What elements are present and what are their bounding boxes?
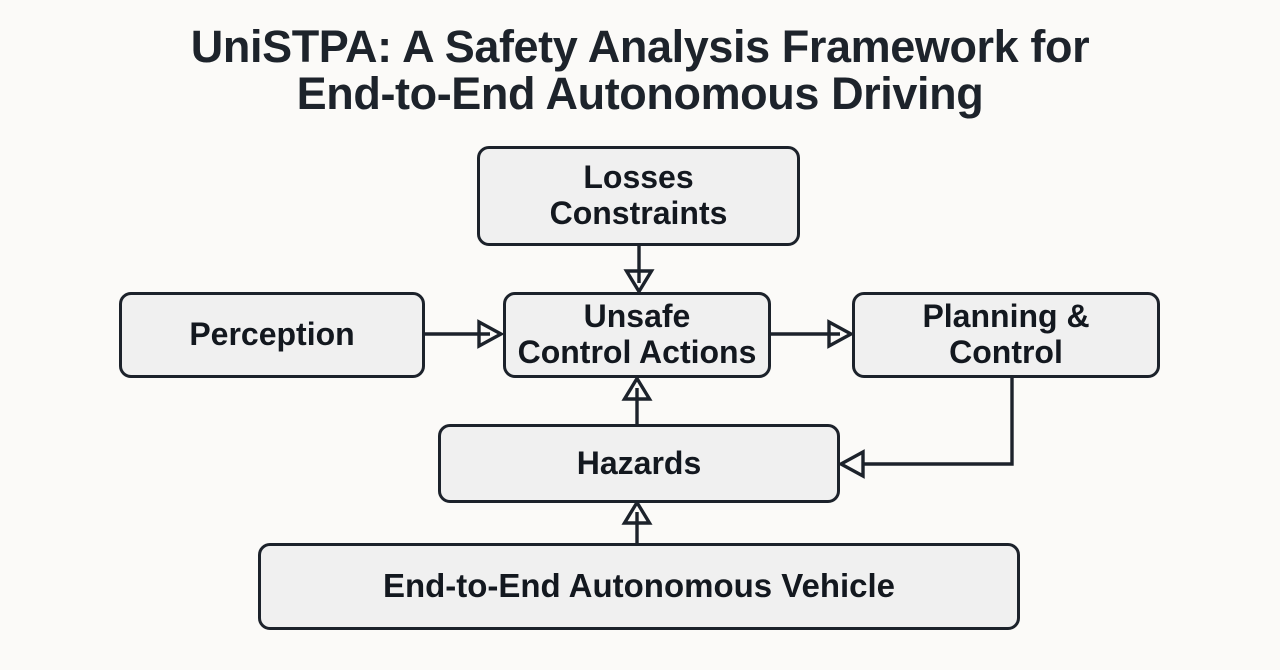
page-title: UniSTPA: A Safety Analysis Framework for… [190, 21, 1090, 119]
edge-uca-to-planning [771, 319, 855, 349]
edge-vehicle-to-hazards [621, 499, 653, 543]
edge-planning-to-hazards [837, 378, 1014, 479]
node-end-to-end-autonomous-vehicle[interactable]: End-to-End Autonomous Vehicle [258, 543, 1020, 630]
node-hazards[interactable]: Hazards [438, 424, 840, 503]
node-planning-and-control[interactable]: Planning & Control [852, 292, 1160, 378]
node-perception[interactable]: Perception [119, 292, 425, 378]
edge-perception-to-uca [425, 319, 505, 349]
node-losses-constraints[interactable]: Losses Constraints [477, 146, 800, 246]
edge-losses-to-uca [623, 246, 655, 295]
edge-hazards-to-uca [621, 375, 653, 424]
node-unsafe-control-actions[interactable]: Unsafe Control Actions [503, 292, 771, 378]
